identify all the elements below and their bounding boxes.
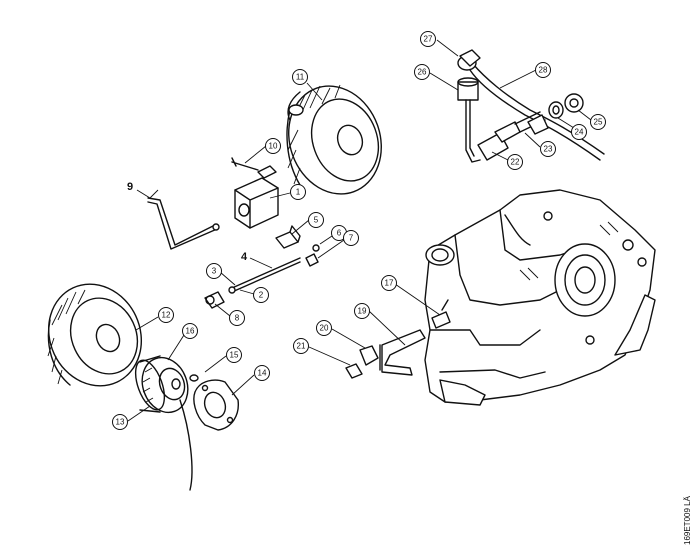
label-4-leader <box>249 257 273 269</box>
callout-10: 10 <box>265 138 281 154</box>
clutch-drum <box>134 355 193 491</box>
fuel-line-assembly <box>457 49 605 163</box>
callout-14-text: 14 <box>258 369 267 378</box>
callout-3: 3 <box>206 263 222 279</box>
callout-6-text: 6 <box>337 229 342 238</box>
callout-27: 27 <box>420 31 436 47</box>
callout-6: 6 <box>331 225 347 241</box>
callout-5: 5 <box>308 212 324 228</box>
callout-21-text: 21 <box>297 342 306 351</box>
callout-27-text: 27 <box>424 35 433 44</box>
callout-26-text: 26 <box>418 68 427 77</box>
callout-11-text: 11 <box>296 73 305 82</box>
crankcase-housing <box>424 189 656 406</box>
flywheel-upper <box>286 84 382 195</box>
callout-25: 25 <box>590 114 606 130</box>
bent-rod <box>147 197 220 250</box>
callout-13-text: 13 <box>116 418 125 427</box>
callout-17: 17 <box>381 275 397 291</box>
callout-10-text: 10 <box>269 142 278 151</box>
callout-20-text: 20 <box>320 324 329 333</box>
label-9: 9 <box>127 181 133 193</box>
cover-plate <box>189 374 239 431</box>
label-9-leader <box>136 189 151 199</box>
reference-code: 169ET009 LÄ <box>683 495 692 545</box>
callout-8: 8 <box>229 310 245 326</box>
callout-22: 22 <box>507 154 523 170</box>
callout-28-text: 28 <box>539 66 548 75</box>
leader-lines <box>127 39 592 422</box>
callout-8-text: 8 <box>235 314 240 323</box>
callout-12-text: 12 <box>162 311 171 320</box>
callout-7-text: 7 <box>349 234 354 243</box>
callout-16-text: 16 <box>186 327 195 336</box>
callout-21: 21 <box>293 338 309 354</box>
callout-7: 7 <box>343 230 359 246</box>
ignition-module <box>231 157 279 229</box>
callout-14: 14 <box>254 365 270 381</box>
callout-17-text: 17 <box>385 279 394 288</box>
callout-23-text: 23 <box>544 145 553 154</box>
callout-3-text: 3 <box>212 267 217 276</box>
callout-12: 12 <box>158 307 174 323</box>
callout-25-text: 25 <box>594 118 603 127</box>
callout-2-text: 2 <box>259 291 264 300</box>
callout-16: 16 <box>182 323 198 339</box>
callout-13: 13 <box>112 414 128 430</box>
callout-11: 11 <box>292 69 308 85</box>
callout-24-text: 24 <box>575 128 584 137</box>
callout-1-text: 1 <box>296 188 301 197</box>
callout-2: 2 <box>253 287 269 303</box>
callout-15-text: 15 <box>230 351 239 360</box>
callout-24: 24 <box>571 124 587 140</box>
callout-1: 1 <box>290 184 306 200</box>
callout-19: 19 <box>354 303 370 319</box>
label-4: 4 <box>241 251 248 263</box>
callout-26: 26 <box>414 64 430 80</box>
flywheel-lower <box>47 283 143 387</box>
callout-23: 23 <box>540 141 556 157</box>
callout-28: 28 <box>535 62 551 78</box>
bracket-assembly <box>345 299 451 379</box>
callout-5-text: 5 <box>314 216 319 225</box>
callout-19-text: 19 <box>358 307 367 316</box>
callout-22-text: 22 <box>511 158 520 167</box>
callout-20: 20 <box>316 320 332 336</box>
callout-15: 15 <box>226 347 242 363</box>
